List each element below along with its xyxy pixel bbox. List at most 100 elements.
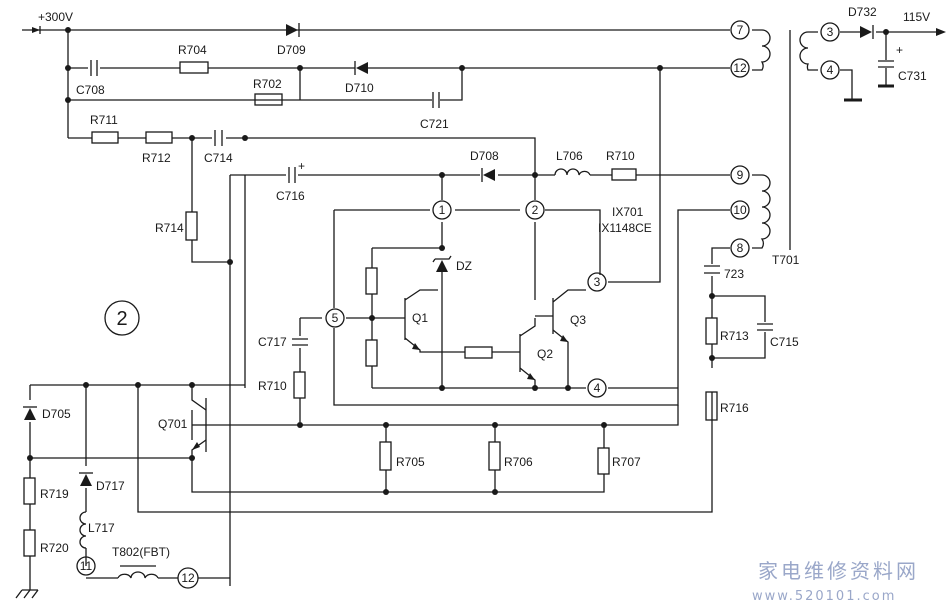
label-supply-out: 115V <box>903 10 930 24</box>
watermark-cn: 家电维修资料网 <box>758 559 919 583</box>
label-R720: R720 <box>40 541 69 555</box>
label-R707: R707 <box>612 455 641 469</box>
t701-pin-8: 8 <box>730 238 750 258</box>
label-R712: R712 <box>142 151 171 165</box>
watermark-url: www.520101.com <box>752 589 896 604</box>
svg-text:7: 7 <box>737 23 744 37</box>
T701-primary-top <box>752 29 771 71</box>
resistor-R710-top <box>611 168 637 181</box>
svg-text:3: 3 <box>594 275 601 289</box>
resistor-Q1-lower <box>365 339 378 367</box>
svg-text:12: 12 <box>181 571 195 585</box>
diode-D705 <box>23 406 37 420</box>
pins: 1 2 3 4 5 7 12 9 10 8 3 4 11 12 2 <box>76 20 840 589</box>
T701-secondary <box>799 31 818 71</box>
label-Q3: Q3 <box>570 313 586 327</box>
label-DZ: DZ <box>456 259 472 273</box>
svg-text:8: 8 <box>737 241 744 255</box>
diode-D709 <box>286 23 300 37</box>
diode-DZ <box>432 255 452 272</box>
wiring <box>22 26 940 590</box>
t701-pin-3: 3 <box>820 22 840 42</box>
capacitor-C716 <box>288 167 296 183</box>
input-arrow-icon <box>32 27 40 33</box>
svg-text:12: 12 <box>733 61 747 75</box>
label-T701: T701 <box>772 253 800 267</box>
svg-text:5: 5 <box>332 311 339 325</box>
label-T802: T802(FBT) <box>112 545 170 559</box>
svg-text:2: 2 <box>116 308 127 330</box>
resistor-R712 <box>145 131 173 144</box>
label-R714: R714 <box>155 221 184 235</box>
flyback-T802-winding <box>117 571 159 579</box>
resistor-R714 <box>185 211 198 241</box>
label-D732: D732 <box>848 5 877 19</box>
capacitor-723 <box>704 265 720 274</box>
labels: +300V 115V D709 D732 R704 C708 R702 D710… <box>38 5 930 559</box>
label-L706: L706 <box>556 149 583 163</box>
resistor-R720 <box>23 529 36 557</box>
grounds <box>15 27 946 599</box>
label-C731-polarity: + <box>896 43 903 57</box>
label-Q2: Q2 <box>537 347 553 361</box>
t701-pin-7: 7 <box>730 20 750 40</box>
resistor-R707 <box>597 447 610 475</box>
svg-text:9: 9 <box>737 168 744 182</box>
transistor-Q3 <box>535 298 568 342</box>
t701-pin-9: 9 <box>730 165 750 185</box>
svg-text:11: 11 <box>80 559 93 573</box>
label-ic-part: IX1148CE <box>598 221 652 235</box>
label-C715: C715 <box>770 335 799 349</box>
label-C721: C721 <box>420 117 449 131</box>
svg-text:10: 10 <box>733 203 747 217</box>
transistor-Q2 <box>505 334 535 380</box>
label-ic-name: IX701 <box>612 205 644 219</box>
label-R704: R704 <box>178 43 207 57</box>
label-R702: R702 <box>253 77 282 91</box>
transistor-Q701 <box>192 398 207 452</box>
fbt-pin-11: 11 <box>76 556 96 576</box>
fbt-pin-12: 12 <box>177 567 199 589</box>
label-D709: D709 <box>277 43 306 57</box>
svg-text:3: 3 <box>827 25 834 39</box>
svg-text:1: 1 <box>439 203 446 217</box>
label-C716-polarity: + <box>298 159 305 173</box>
inductor-L717 <box>79 511 87 549</box>
ground-icon <box>15 589 39 599</box>
label-R706: R706 <box>504 455 533 469</box>
ic-pin-5: 5 <box>325 308 345 328</box>
ic-pin-1: 1 <box>432 200 452 220</box>
resistor-R711 <box>91 131 119 144</box>
label-C717: C717 <box>258 335 287 349</box>
capacitor-C721 <box>432 92 440 108</box>
transistor-Q1 <box>392 298 420 350</box>
resistor-R702 <box>254 93 283 106</box>
resistor-R704 <box>179 61 209 74</box>
t701-pin-10: 10 <box>730 200 750 220</box>
junctions <box>27 27 889 495</box>
capacitor-C708 <box>90 60 98 76</box>
section-marker: 2 <box>104 300 140 336</box>
transistors <box>192 298 568 452</box>
resistor-R716 <box>705 391 718 421</box>
diodes <box>23 23 874 486</box>
label-R705: R705 <box>396 455 425 469</box>
t701-pin-12: 12 <box>730 58 750 78</box>
diode-D710 <box>354 61 368 75</box>
label-D705: D705 <box>42 407 71 421</box>
label-D708: D708 <box>470 149 499 163</box>
output-arrow-icon <box>936 28 946 36</box>
label-R719: R719 <box>40 487 69 501</box>
label-R716: R716 <box>720 401 749 415</box>
watermark: 家电维修资料网 www.520101.com <box>752 559 919 604</box>
label-C723: 723 <box>724 267 744 281</box>
ic-pin-3: 3 <box>587 272 607 292</box>
svg-text:2: 2 <box>532 203 539 217</box>
label-L717: L717 <box>88 521 115 535</box>
label-C708: C708 <box>76 83 105 97</box>
capacitor-C714 <box>214 130 223 146</box>
svg-text:4: 4 <box>594 381 601 395</box>
label-D717: D717 <box>96 479 125 493</box>
svg-text:4: 4 <box>827 63 834 77</box>
